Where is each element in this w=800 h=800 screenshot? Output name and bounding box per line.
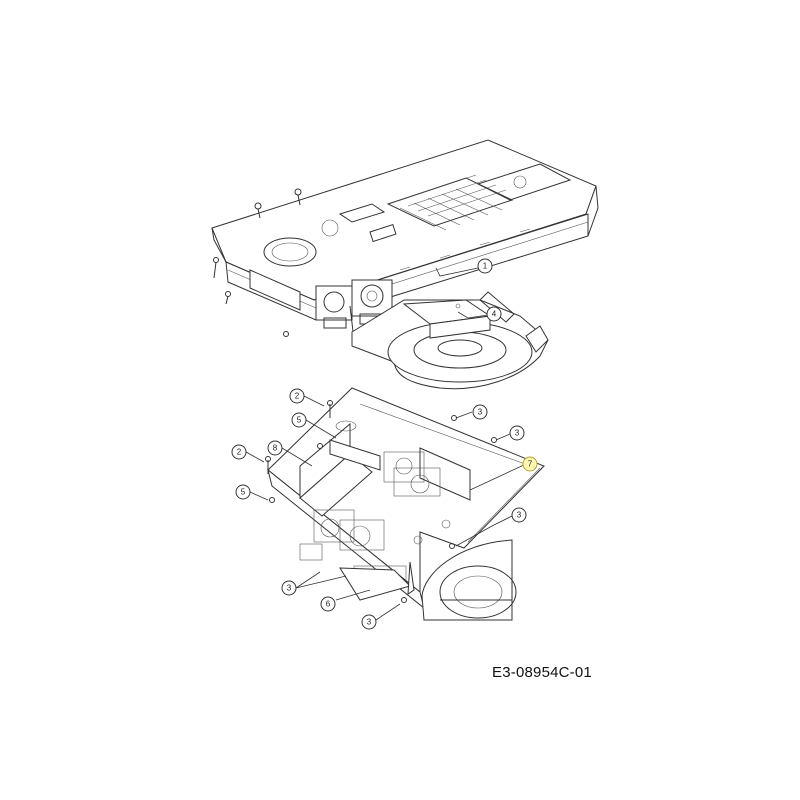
leader-lines	[245, 267, 527, 621]
transmission-assembly	[315, 279, 393, 341]
callout-2-upper: 2	[289, 388, 305, 404]
callout-3-b: 3	[509, 425, 525, 441]
callout-1: 1	[477, 258, 493, 274]
callout-3-a-label: 3	[478, 408, 483, 417]
callout-1-label: 1	[483, 262, 488, 271]
document-code: E3-08954C-01	[492, 664, 592, 681]
callout-7-label: 7	[528, 460, 533, 469]
callout-3-d-label: 3	[287, 584, 292, 593]
callout-3-d: 3	[281, 580, 297, 596]
callout-3-e-label: 3	[367, 618, 372, 627]
callout-8: 8	[267, 440, 283, 456]
callout-3-e: 3	[361, 614, 377, 630]
callout-2-upper-label: 2	[295, 392, 300, 401]
callout-4-label: 4	[492, 310, 497, 319]
callout-5-upper: 5	[291, 412, 307, 428]
callout-5-lower: 5	[235, 484, 251, 500]
callout-2-lower: 2	[231, 444, 247, 460]
callout-3-b-label: 3	[515, 429, 520, 438]
callout-4: 4	[486, 306, 502, 322]
frame-assembly	[211, 139, 599, 337]
callout-6: 6	[320, 596, 336, 612]
callout-7: 7	[522, 456, 538, 472]
callout-5-upper-label: 5	[297, 416, 302, 425]
callout-6-label: 6	[326, 600, 331, 609]
callout-2-lower-label: 2	[237, 448, 242, 457]
callout-5-lower-label: 5	[241, 488, 246, 497]
callout-3-c: 3	[511, 507, 527, 523]
deck-housing	[351, 291, 549, 390]
callout-8-label: 8	[273, 444, 278, 453]
callout-3-c-label: 3	[517, 511, 522, 520]
lower-frame-assembly	[265, 387, 545, 621]
callout-3-a: 3	[472, 404, 488, 420]
